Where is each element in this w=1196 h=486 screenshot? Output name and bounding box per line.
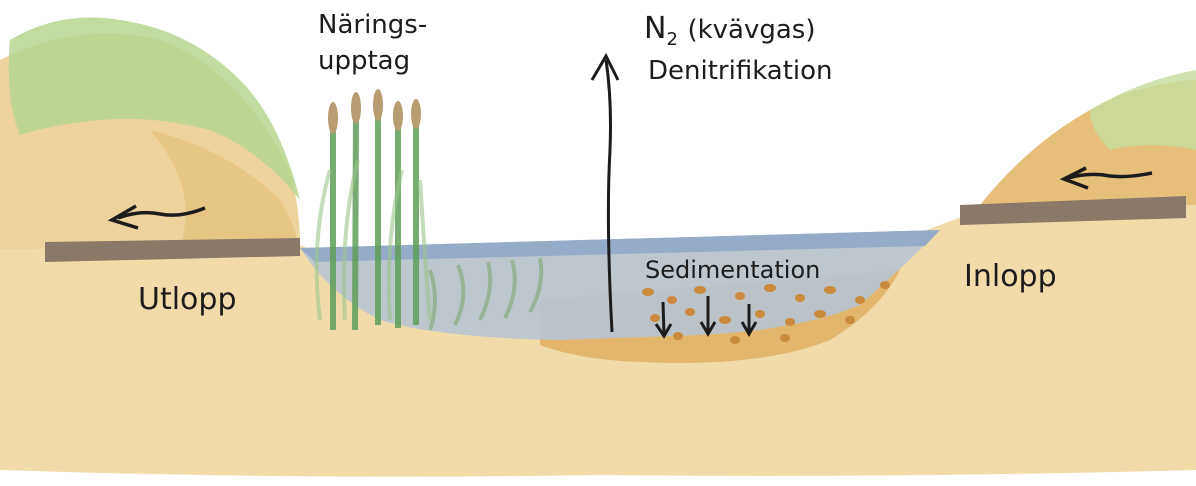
n2-symbol: N <box>644 11 666 46</box>
inlet-label: Inlopp <box>964 262 1057 292</box>
n2-label: N2 (kvävgas) <box>644 14 816 44</box>
n2-subscript: 2 <box>666 29 677 50</box>
denitrification-label: Denitrifikation <box>648 58 833 84</box>
nutrient-uptake-label-line1: Närings- <box>318 12 427 38</box>
n2-paren-label: (kvävgas) <box>687 15 815 45</box>
sedimentation-label: Sedimentation <box>645 258 820 282</box>
nutrient-uptake-label-line2: upptag <box>318 48 410 74</box>
outlet-label: Utlopp <box>138 285 237 315</box>
